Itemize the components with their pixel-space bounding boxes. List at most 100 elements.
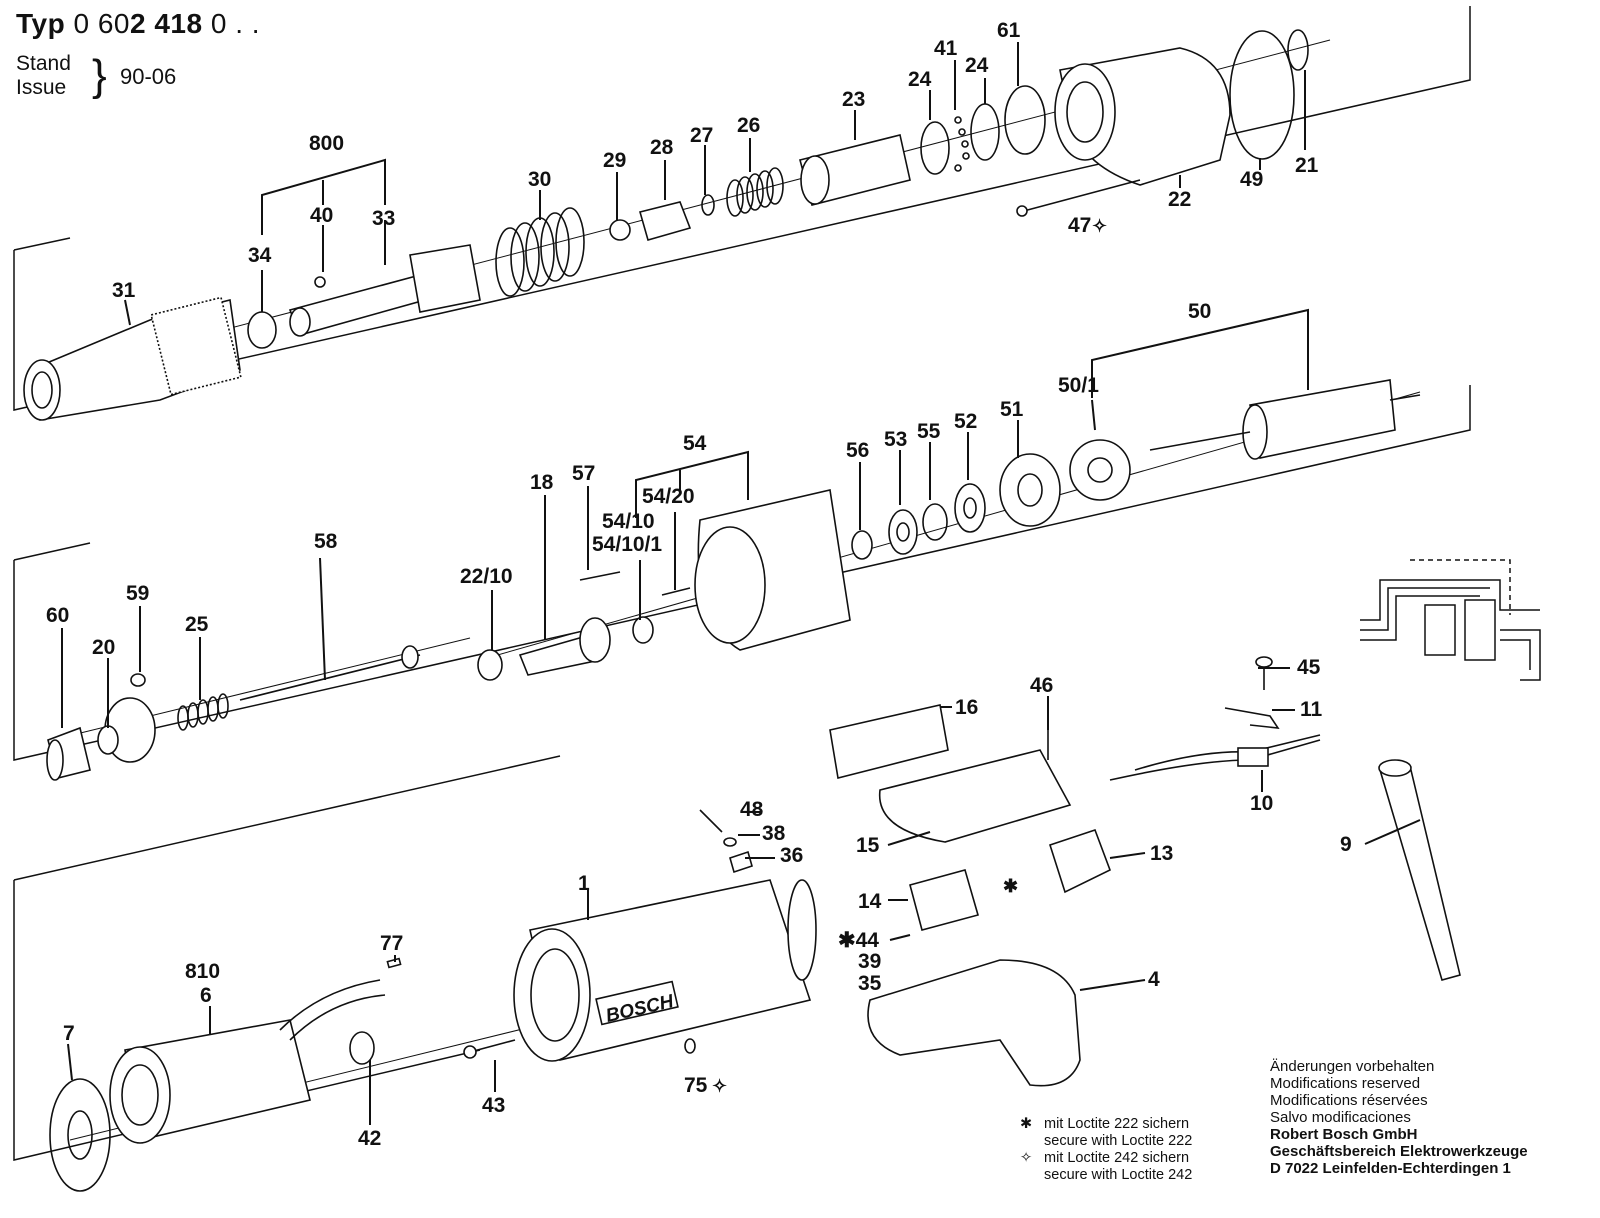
housing-54: [694, 489, 851, 651]
ring-61: [1004, 85, 1046, 155]
part-59: [130, 673, 146, 687]
label-11: 11: [1300, 698, 1323, 721]
bearing-22-10: [477, 649, 503, 681]
footer-line1: Änderungen vorbehalten: [1270, 1058, 1435, 1075]
label-33: 33: [372, 207, 395, 230]
label-50-1: 50/1: [1058, 374, 1099, 397]
spring-25: [177, 693, 229, 731]
housing-22: [1054, 47, 1231, 186]
footer-line4: Salvo modificaciones: [1270, 1109, 1411, 1126]
bearing-52: [954, 483, 986, 533]
stand-issue-labels: Stand Issue: [16, 52, 71, 100]
label-57: 57: [572, 462, 595, 485]
pin-54-10: [661, 587, 691, 596]
label-20: 20: [92, 636, 115, 659]
nut-29: [609, 219, 631, 241]
diamond-marker-75: ✧: [712, 1076, 727, 1096]
label-31: 31: [112, 279, 136, 302]
label-16: 16: [955, 696, 978, 719]
ring-24b: [970, 103, 1000, 161]
spindle-33: [288, 244, 481, 337]
label-53: 53: [884, 428, 907, 451]
type-prefix: 0 60: [73, 8, 130, 39]
diamond-icon: ✧: [1020, 1150, 1033, 1166]
clip-11: [1224, 707, 1280, 729]
part-number-labels: 800 40 33 34 31 30 29 28 27 26 23 24 41 …: [46, 19, 1352, 1150]
label-29: 29: [603, 149, 626, 172]
motor-housing-1: [513, 879, 817, 1062]
panel-top-frame: [13, 6, 1471, 411]
label-48: 48: [740, 798, 764, 821]
label-54-20: 54/20: [642, 485, 695, 508]
sleeve-56: [851, 530, 873, 560]
bearing-53: [888, 509, 918, 555]
screw-47: [1016, 179, 1141, 217]
label-45: 45: [1297, 656, 1321, 679]
panel-top-edge: [13, 237, 71, 251]
sleeve-34: [247, 311, 277, 349]
issue-label: Issue: [16, 76, 67, 99]
label-1: 1: [578, 872, 590, 895]
label-46: 46: [1030, 674, 1053, 697]
star-marker-13: ✱: [1003, 876, 1018, 896]
screw-43: [463, 1039, 516, 1059]
wiring-schematic: [1360, 559, 1541, 681]
washer-27: [701, 194, 715, 216]
loctite-legend: ✱ mit Loctite 222 sichern secure with Lo…: [1020, 1116, 1192, 1184]
leader-lines-middle: [61, 308, 1309, 728]
label-28: 28: [650, 136, 674, 159]
label-36: 36: [780, 844, 803, 867]
label-22: 22: [1168, 188, 1191, 211]
label-42: 42: [358, 1127, 381, 1150]
switch-cover-15: [878, 749, 1072, 843]
legend-diamond-line2: secure with Loctite 242: [1044, 1167, 1193, 1183]
sleeve-60: [46, 726, 91, 781]
label-41: 41: [934, 37, 958, 60]
label-35: 35: [858, 972, 882, 995]
legend-star-line2: secure with Loctite 222: [1044, 1133, 1193, 1149]
label-34: 34: [248, 244, 272, 267]
type-bold: 2 418: [129, 8, 203, 39]
part-28: [639, 201, 692, 241]
label-52: 52: [954, 410, 977, 433]
label-54-10: 54/10: [602, 510, 655, 533]
coupling-23: [799, 134, 911, 206]
label-4: 4: [1148, 968, 1160, 991]
label-24b: 24: [965, 54, 989, 77]
label-26: 26: [737, 114, 760, 137]
loctite-markers: ✧ ✧ ✱: [712, 216, 1107, 1096]
label-59: 59: [126, 582, 149, 605]
label-51: 51: [1000, 398, 1024, 421]
label-7: 7: [63, 1022, 75, 1045]
footer-division: Geschäftsbereich Elektrowerkzeuge: [1270, 1143, 1528, 1160]
type-number: Typ 0 602 418 0 . .: [16, 8, 260, 40]
label-10: 10: [1250, 792, 1273, 815]
screw-57: [579, 571, 621, 581]
label-30: 30: [528, 168, 551, 191]
label-21: 21: [1295, 154, 1319, 177]
sleeve-9: [1378, 759, 1461, 981]
type-label: Typ: [16, 8, 66, 39]
washer-38: [723, 837, 737, 847]
cable-10: [1109, 734, 1321, 781]
label-22-10: 22/10: [460, 565, 513, 588]
label-27: 27: [690, 124, 713, 147]
screw-48: [699, 809, 723, 833]
footer-line2: Modifications reserved: [1270, 1075, 1421, 1092]
label-14: 14: [858, 890, 882, 913]
brace-glyph: }: [92, 51, 107, 100]
bearing-42: [349, 1031, 375, 1065]
panel-bottom-frame: [13, 880, 481, 1161]
label-54: 54: [683, 432, 707, 455]
label-77: 77: [380, 932, 403, 955]
spring-26: [726, 167, 784, 217]
panel-bottom-edge: [13, 755, 561, 881]
label-60: 60: [46, 604, 69, 627]
label-23: 23: [842, 88, 865, 111]
label-24a: 24: [908, 68, 932, 91]
switch-13: [1048, 828, 1112, 894]
chuck-sleeve-31: [23, 296, 242, 421]
ring-24a: [920, 121, 950, 175]
label-6: 6: [200, 984, 212, 1007]
